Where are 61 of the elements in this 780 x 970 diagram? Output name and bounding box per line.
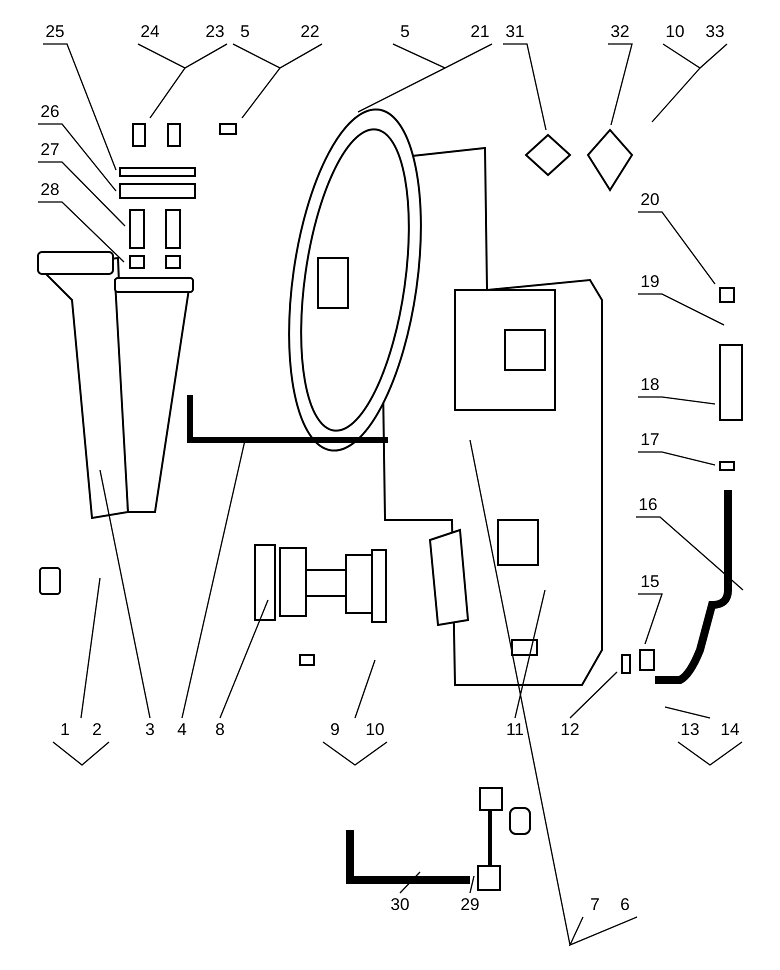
callout-number: 8	[214, 720, 226, 740]
callout-number: 31	[504, 22, 526, 42]
callout-number: 16	[638, 495, 658, 515]
callout-number: 3	[144, 720, 156, 740]
callout-number: 13	[680, 720, 700, 740]
callout-number: 10	[364, 720, 386, 740]
callout-number: 22	[300, 22, 320, 42]
callout-number: 33	[704, 22, 726, 42]
leader-line	[469, 876, 475, 894]
callout-number: 14	[720, 720, 740, 740]
callout-number: 19	[640, 272, 660, 292]
callout-number: 9	[329, 720, 341, 740]
callout-number: 6	[619, 895, 631, 915]
leader-line	[570, 672, 618, 718]
leader-line	[52, 577, 110, 766]
leader-line	[99, 470, 151, 718]
leader-line	[219, 600, 269, 718]
leader-line	[357, 43, 493, 113]
leader-line	[638, 293, 724, 326]
callout-number: 5	[399, 22, 411, 42]
callout-number: 29	[460, 895, 480, 915]
leader-line	[232, 43, 323, 119]
callout-number: 26	[40, 102, 60, 122]
leader-line	[38, 123, 116, 192]
callout-number: 32	[610, 22, 630, 42]
callout-number: 28	[40, 180, 60, 200]
callout-number: 4	[176, 720, 188, 740]
callout-number: 5	[239, 22, 251, 42]
leader-line	[137, 43, 228, 119]
callout-number: 15	[640, 572, 660, 592]
leader-line	[638, 396, 716, 405]
callout-number: 1	[59, 720, 71, 740]
leader-line	[514, 590, 546, 718]
leader-line	[664, 706, 743, 766]
leader-line	[608, 43, 633, 126]
leader-line	[636, 516, 744, 590]
leader-line	[503, 43, 547, 130]
leader-line	[38, 161, 126, 226]
callout-number: 25	[44, 22, 66, 42]
callout-number: 23	[204, 22, 226, 42]
callout-number: 30	[390, 895, 410, 915]
callout-number: 7	[589, 895, 601, 915]
leader-line	[638, 211, 716, 284]
leader-line	[400, 872, 420, 894]
callout-number: 21	[470, 22, 490, 42]
leader-line	[638, 593, 663, 644]
leader-line	[38, 201, 124, 262]
callout-number: 27	[40, 140, 60, 160]
leader-line	[469, 439, 638, 946]
callout-number: 10	[664, 22, 686, 42]
leader-line	[651, 43, 728, 123]
callout-number: 2	[91, 720, 103, 740]
leader-line	[322, 659, 388, 766]
callout-number: 17	[640, 430, 660, 450]
callout-number: 18	[640, 375, 660, 395]
callout-number: 12	[560, 720, 580, 740]
leader-line	[43, 43, 117, 170]
callout-number: 11	[505, 720, 525, 740]
callout-number: 24	[140, 22, 160, 42]
callout-number: 20	[640, 190, 660, 210]
leader-line	[638, 451, 716, 466]
